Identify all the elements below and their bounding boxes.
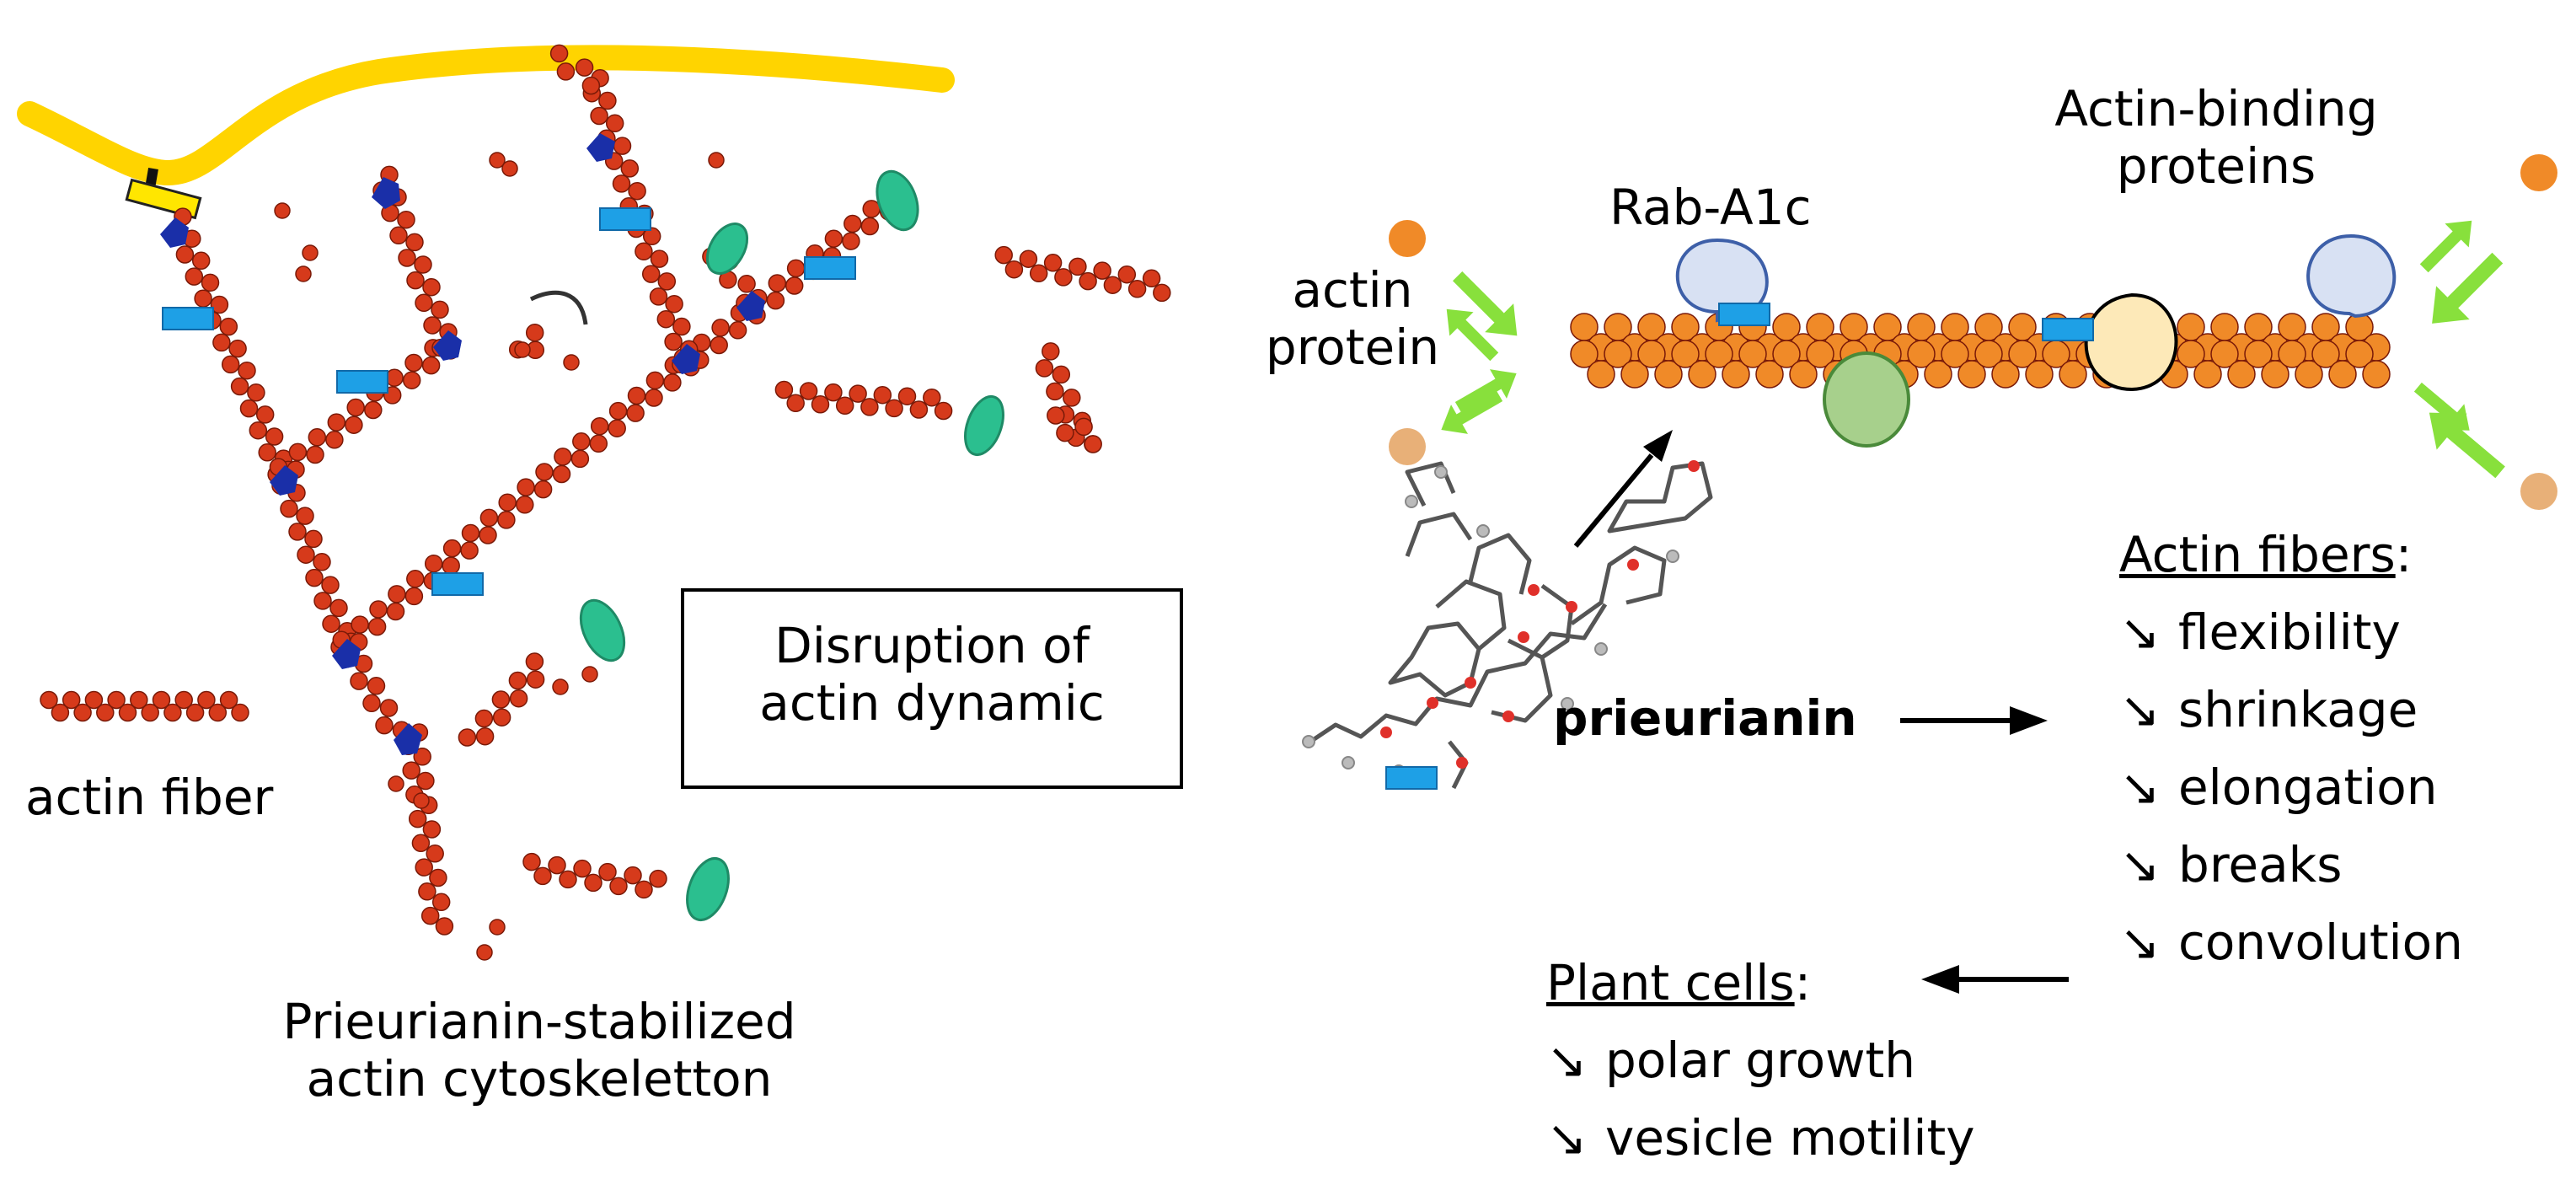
arrow-prieurianin-to-fibers: [1900, 706, 2048, 735]
disruption-label: Disruption of actin dynamic: [684, 617, 1180, 732]
plant-cells-heading: Plant cells:: [1546, 954, 1812, 1011]
actin-protein-label-line2: protein: [1265, 319, 1440, 377]
free-strand: [529, 290, 588, 325]
plant-effect-item: ↘polar growth: [1546, 1032, 1916, 1089]
arrow-fibers-to-plant-cells: [1921, 965, 2069, 994]
exchange-arrow-icons: [1441, 220, 2505, 479]
disruption-label-line2: actin dynamic: [759, 674, 1105, 732]
stabilized-cytoskeleton-label: Prieurianin-stabilized actin cytoskelett…: [253, 993, 826, 1108]
loose-actin-monomers: [274, 152, 1171, 961]
abp-label-line2: proteins: [2116, 137, 2316, 196]
abp-label-line1: Actin-binding: [2054, 80, 2378, 137]
plasma-membrane: [17, 45, 955, 186]
effect-item: ↘elongation: [2119, 759, 2438, 816]
rab-a1c-protein: [1675, 238, 1770, 326]
actin-monomer-pool: [1389, 154, 2557, 510]
rab-a1c-label: Rab-A1c: [1609, 179, 1812, 236]
effect-item: ↘convolution: [2119, 914, 2463, 971]
effect-item: ↘flexibility: [2119, 603, 2401, 661]
actin-binding-protein-blue: [2306, 233, 2397, 319]
teal-protein-icons: [579, 169, 1004, 921]
actin-binding-proteins-label: Actin-binding proteins: [2006, 80, 2427, 196]
actin-fiber-sample: [40, 690, 249, 722]
effect-item: ↘breaks: [2119, 836, 2343, 893]
actin-filament-right: [1570, 313, 2391, 389]
marker-icon-molecule: [1385, 766, 1438, 790]
plant-cells-effects: Plant cells: ↘polar growth ↘vesicle moti…: [1546, 944, 1975, 1177]
actin-protein-label: actin protein: [1247, 261, 1458, 377]
marker-icons-left: [162, 207, 856, 596]
stabilized-label-line1: Prieurianin-stabilized: [282, 993, 796, 1050]
effect-item: ↘shrinkage: [2119, 681, 2418, 738]
stabilized-label-line2: actin cytoskeletton: [306, 1050, 773, 1108]
prieurianin-molecule-icon: [1309, 461, 1713, 790]
actin-fibers-heading: Actin fibers:: [2119, 526, 2413, 583]
actin-binding-protein-yellow: [2042, 292, 2178, 392]
arrow-molecule-to-filament: [1573, 430, 1673, 548]
actin-fibers-effects: Actin fibers: ↘flexibility ↘shrinkage ↘e…: [2119, 516, 2463, 981]
green-protein: [1823, 351, 1910, 448]
actin-fiber-label: actin fiber: [25, 769, 274, 826]
prieurianin-oxygen-atoms: [1380, 460, 1700, 769]
branch-junction-icons: [160, 133, 765, 755]
actin-protein-label-line1: actin: [1292, 261, 1413, 319]
plant-effect-item: ↘vesicle motility: [1546, 1109, 1975, 1166]
disruption-label-line1: Disruption of: [774, 617, 1090, 674]
prieurianin-label: prieurianin: [1553, 689, 1857, 747]
disruption-box: Disruption of actin dynamic: [681, 588, 1183, 789]
